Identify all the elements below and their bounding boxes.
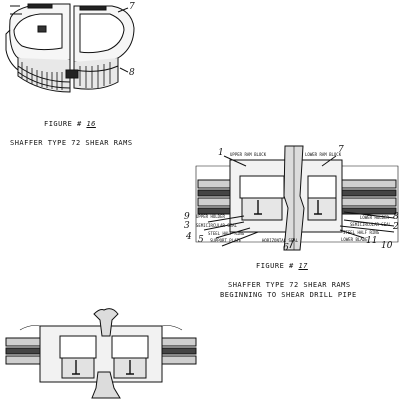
figure-17-callout-8: 8 bbox=[393, 212, 399, 222]
semicircular-seal-right-label: SEMICIRCULAR SEAL bbox=[350, 222, 391, 227]
semicircular-seal-left-label: SEMICIRCULAR SEAL bbox=[196, 223, 237, 228]
figure-16-callout-8: 8 bbox=[129, 68, 135, 78]
steel-half-ring-left-label: STEEL HALF RING bbox=[208, 231, 245, 236]
figure-17-callout-3: 3 bbox=[184, 221, 190, 231]
figure-17-number: 17 bbox=[298, 262, 308, 270]
upper-holder-label: UPPER HOLDER bbox=[196, 214, 225, 219]
lower-holder-label: LOWER HOLDER bbox=[360, 215, 389, 220]
lower-ram-block-label: LOWER RAM BLOCK bbox=[305, 152, 342, 157]
figure-16-caption-prefix: FIGURE # bbox=[44, 120, 82, 128]
figure-17-title-line-2: BEGINNING TO SHEAR DRILL PIPE bbox=[220, 291, 357, 299]
figure-17-callout-5: 5 bbox=[198, 235, 204, 245]
figure-17-callout-2: 2 bbox=[393, 222, 399, 232]
figure-16-callout-7: 7 bbox=[129, 2, 135, 12]
figure-16-number: 16 bbox=[86, 120, 96, 128]
figure-17-callout-11: 11 bbox=[366, 236, 378, 246]
figure-17-caption: FIGURE # 17 bbox=[256, 262, 308, 270]
figure-16-caption: FIGURE # 16 bbox=[44, 120, 96, 128]
figure-17-callout-4: 4 bbox=[186, 232, 192, 242]
lower-blade-label: LOWER BLADE bbox=[341, 237, 368, 242]
support-plate-label: SUPPORT PLATE bbox=[210, 238, 242, 243]
figure-16-title: SHAFFER TYPE 72 SHEAR RAMS bbox=[10, 139, 133, 147]
figure-17-callout-10: 10 bbox=[381, 241, 393, 251]
steel-half-ring-right-label: STEEL HALF RING bbox=[343, 230, 380, 235]
upper-ram-block-label: UPPER RAM BLOCK bbox=[230, 152, 267, 157]
figure-17-callout-9: 9 bbox=[184, 212, 190, 222]
figure-17-callout-6: 6 bbox=[283, 243, 289, 253]
horizontal-seal-label: HORIZONTAL SEAL bbox=[262, 238, 299, 243]
figure-17-caption-prefix: FIGURE # bbox=[256, 262, 294, 270]
figure-17-callout-7: 7 bbox=[338, 145, 344, 155]
figure-17-title-line-1: SHAFFER TYPE 72 SHEAR RAMS bbox=[228, 281, 351, 289]
figure-17-callout-1: 1 bbox=[218, 148, 224, 158]
